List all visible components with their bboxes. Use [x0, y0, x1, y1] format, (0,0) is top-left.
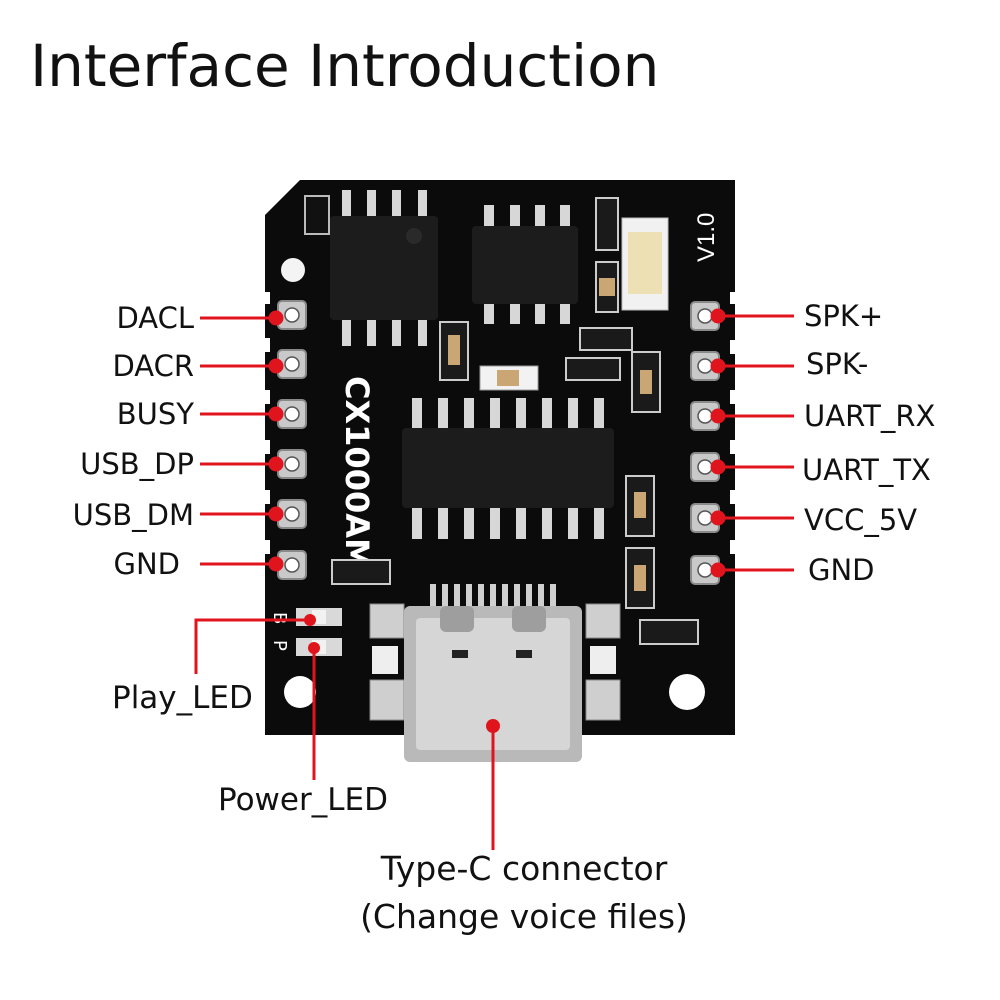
silk-p: P: [269, 640, 290, 651]
ic-flash-1: [330, 190, 438, 346]
ic-amp-2: [472, 205, 578, 324]
main-chip: [402, 398, 614, 539]
pin-label-spk-minus: SPK-: [806, 347, 869, 381]
type-c-connector: [369, 584, 621, 762]
pin-label-spk-plus: SPK+: [804, 299, 884, 333]
mount-hole-left: [281, 258, 305, 282]
board-name-silk: CX1000AM: [338, 376, 376, 570]
pointer-lines-left: [200, 310, 284, 572]
power-led-label: Power_LED: [218, 782, 388, 818]
pin-label-usb-dm: USB_DM: [72, 498, 194, 532]
page-title: Interface Introduction: [30, 32, 660, 100]
pin-label-gnd-right: GND: [808, 553, 875, 587]
pin-label-busy: BUSY: [116, 397, 194, 431]
mount-hole-bottom-right: [669, 674, 705, 710]
version-silk: V1.0: [693, 213, 720, 262]
pointer-line-typec: [486, 719, 500, 850]
typec-caption-line1: Type-C connector: [380, 849, 668, 888]
typec-caption-line2: (Change voice files): [360, 897, 688, 936]
pin-label-usb-dp: USB_DP: [80, 447, 194, 481]
pin-label-dacr: DACR: [112, 349, 194, 383]
mount-hole-bottom-left: [284, 676, 316, 708]
silk-b: B: [269, 612, 290, 624]
pin-label-dacl: DACL: [116, 301, 194, 335]
pin-label-vcc-5v: VCC_5V: [804, 503, 918, 537]
pointer-lines-led: [194, 618, 316, 780]
pin-label-uart-rx: UART_RX: [804, 399, 936, 433]
play-led-label: Play_LED: [112, 680, 253, 716]
left-pin-pads: [277, 300, 307, 580]
pin-label-gnd-left: GND: [113, 547, 181, 581]
pointer-lines-right: [710, 308, 794, 578]
pin-label-uart-tx: UART_TX: [802, 453, 931, 487]
